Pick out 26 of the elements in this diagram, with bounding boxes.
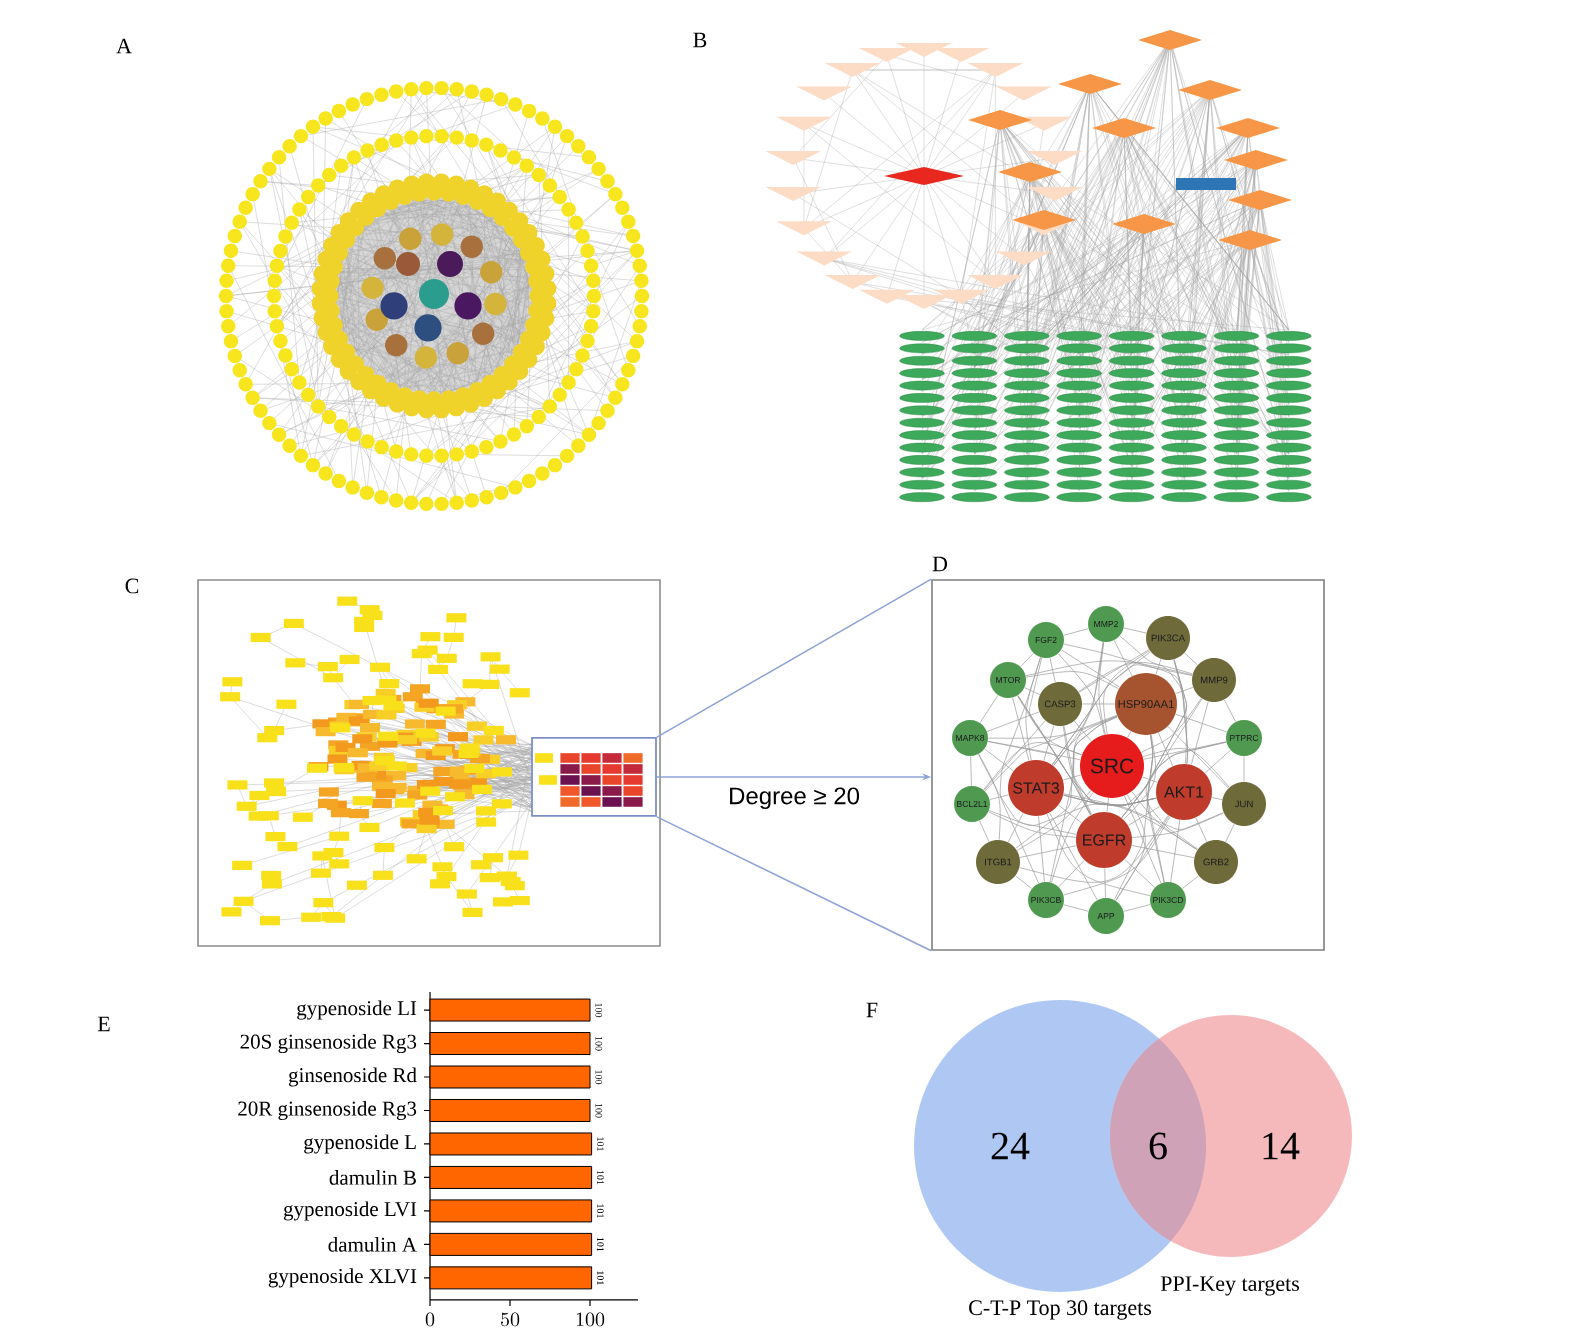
- venn-count: 6: [1149, 1132, 1167, 1160]
- y-tick-label: gypenoside L: [304, 1134, 416, 1154]
- y-tick-label: 20S ginsenoside Rg3: [240, 1033, 417, 1054]
- y-tick-label: gypenoside XLVI: [268, 1268, 417, 1288]
- panel-letter: C: [125, 578, 139, 594]
- venn-caption: C-T-P Top 30 targets: [969, 1300, 1152, 1320]
- y-tick-label: gypenoside LVI: [283, 1201, 417, 1221]
- protein-node: SRC: [1080, 733, 1144, 798]
- y-tick-label: 20R ginsenoside Rg3: [238, 1100, 417, 1121]
- protein-node: AKT1: [1156, 763, 1212, 820]
- y-tick-label: damulin B: [329, 1170, 416, 1185]
- panel-letter: E: [97, 1016, 110, 1032]
- y-tick-label: gypenoside LI: [297, 1000, 417, 1020]
- protein-node: STAT3: [1008, 759, 1064, 816]
- y-tick-label: ginsenoside Rd: [288, 1067, 417, 1087]
- panel-frame: [931, 579, 1325, 951]
- panel-letter: F: [866, 1002, 878, 1018]
- y-tick-label: damulin A: [328, 1237, 417, 1252]
- panel-letter: B: [693, 32, 707, 48]
- edge-label: Degree ≥ 20: [726, 785, 862, 812]
- x-tick-label: 50: [501, 1312, 520, 1327]
- x-tick-label: 0: [425, 1312, 435, 1327]
- panel-letter: A: [116, 38, 132, 54]
- panel-letter: D: [932, 556, 948, 572]
- x-tick-label: 100: [576, 1312, 605, 1327]
- protein-node: EGFR: [1076, 811, 1132, 868]
